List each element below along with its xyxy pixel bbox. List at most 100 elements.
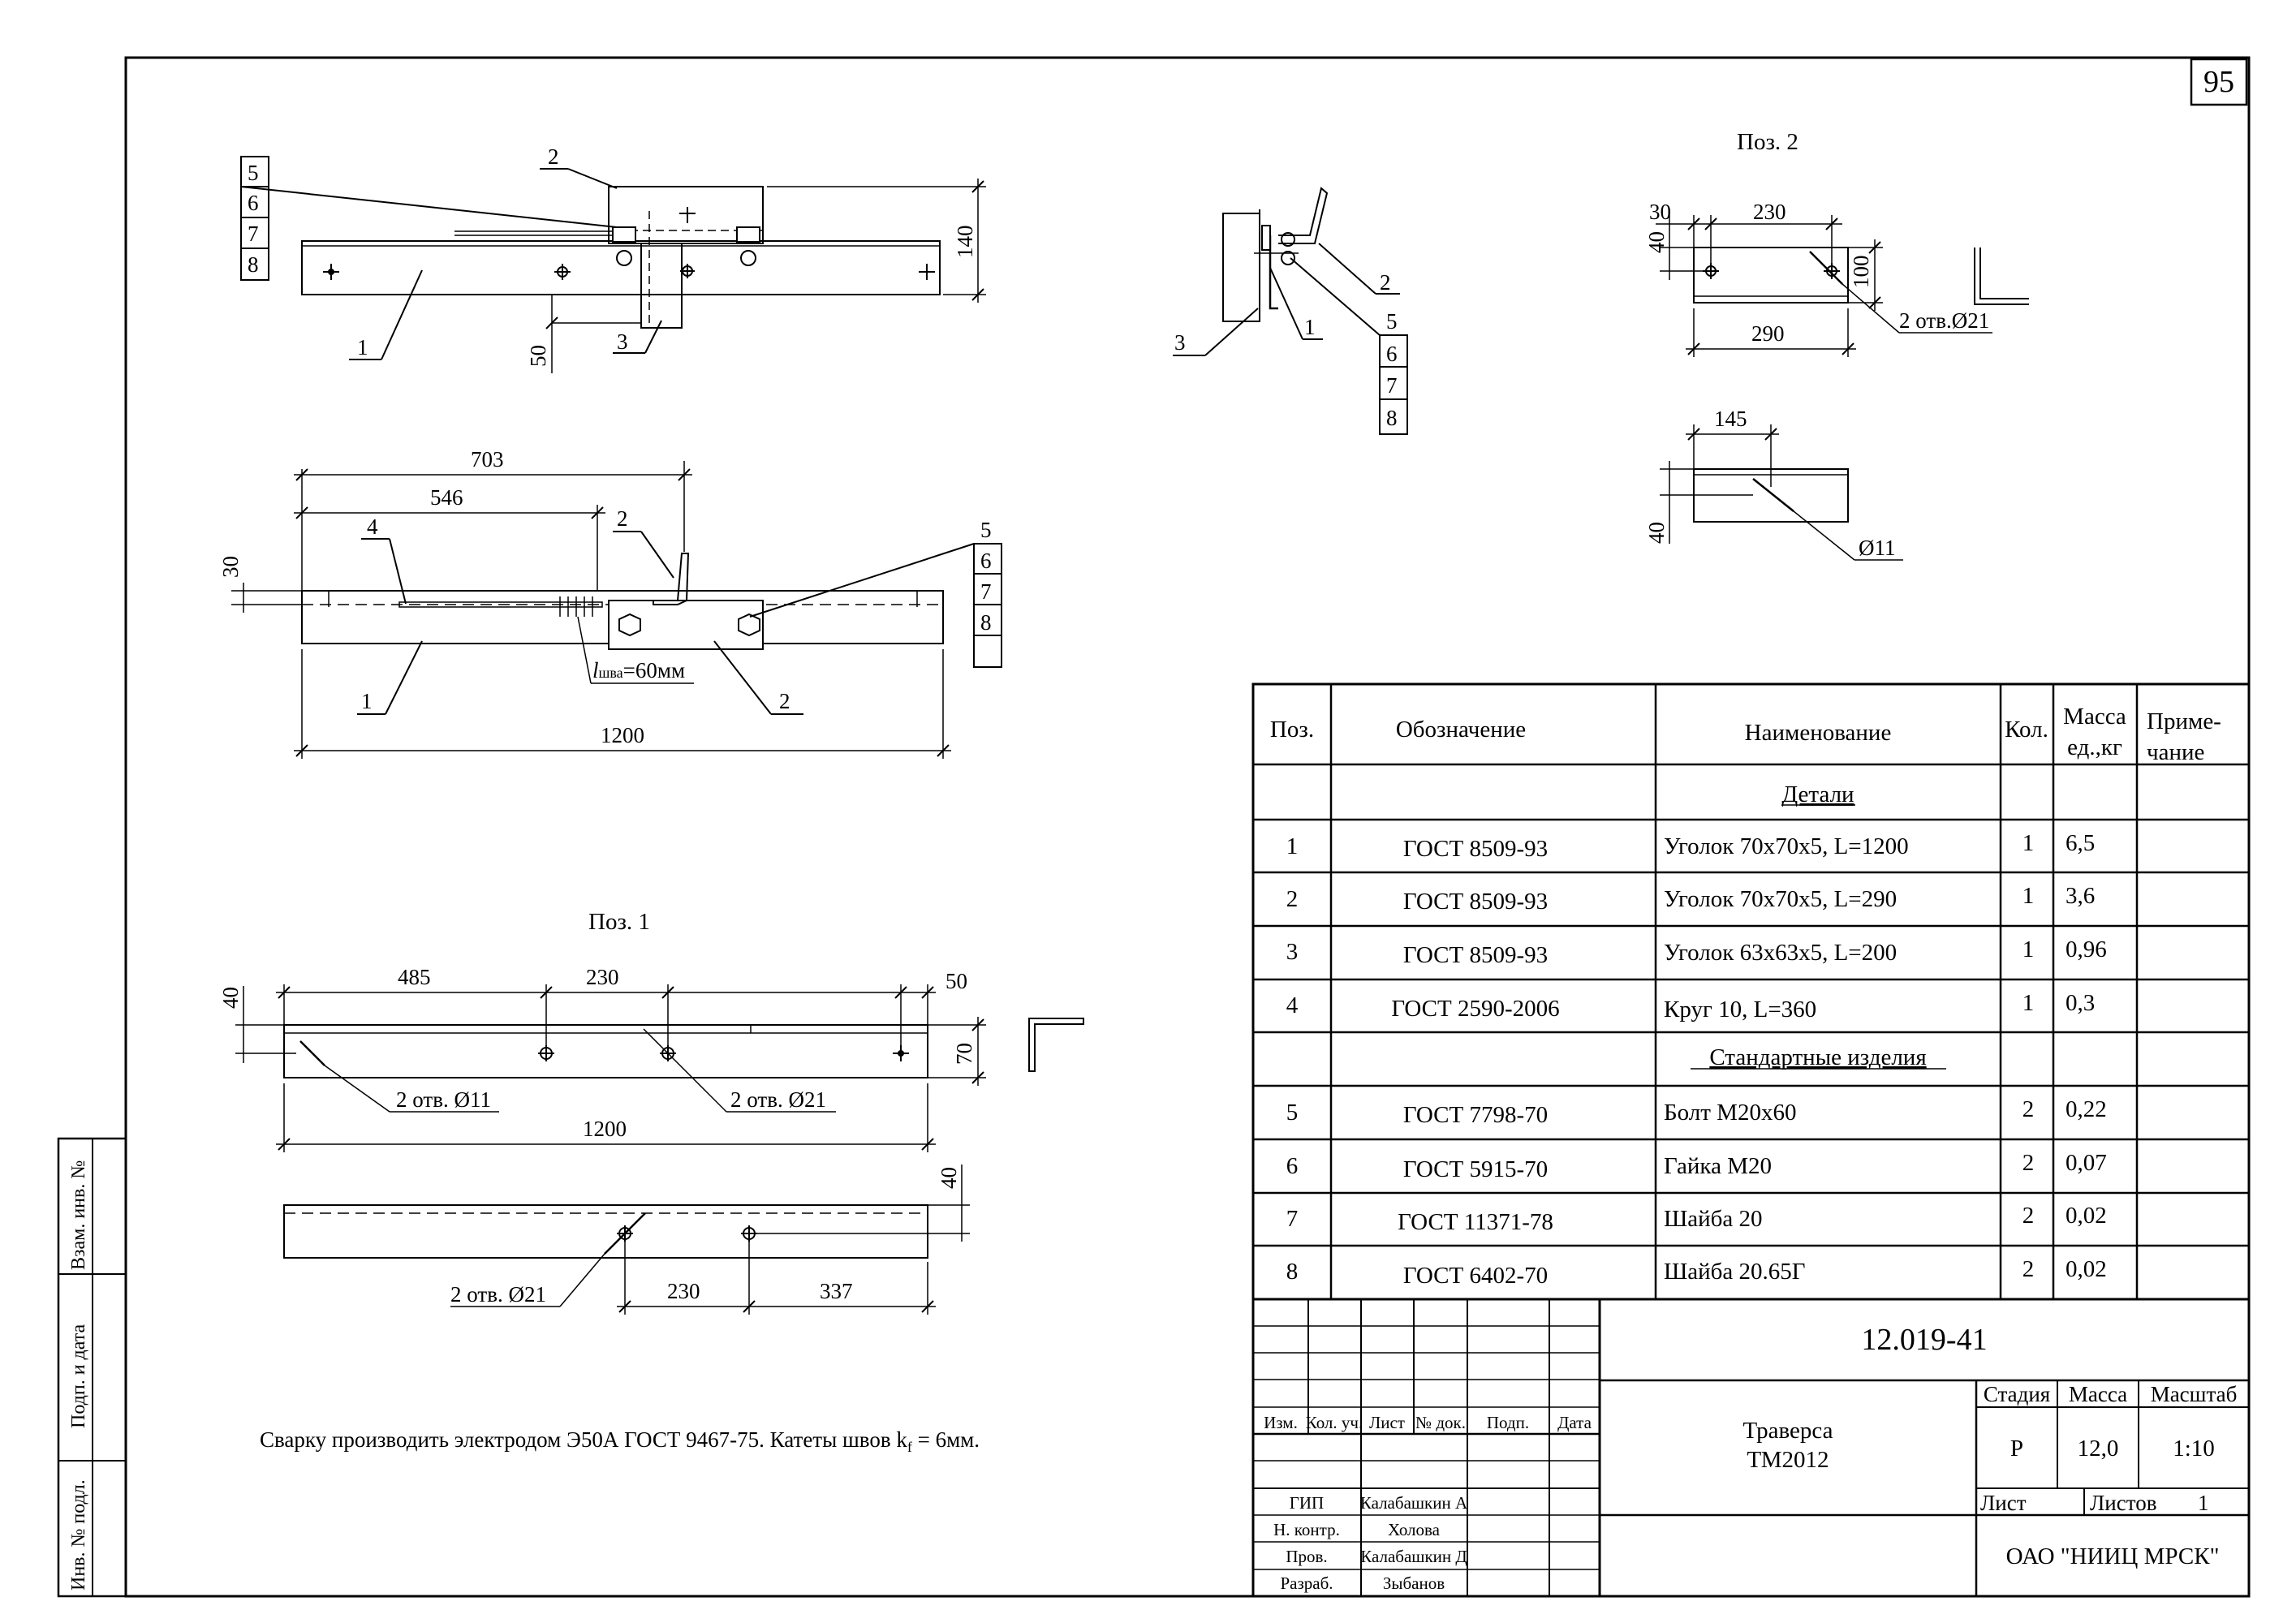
row5-mass: 0,22 bbox=[2066, 1096, 2107, 1122]
row6-qty: 2 bbox=[2022, 1150, 2035, 1176]
sheets-label: Листов bbox=[2090, 1491, 2156, 1515]
pos2-title: Поз. 2 bbox=[1737, 129, 1798, 155]
row2-mass: 3,6 bbox=[2066, 883, 2095, 909]
row5-pos: 5 bbox=[1286, 1100, 1299, 1126]
row7-designation: ГОСТ 11371-78 bbox=[1398, 1209, 1553, 1235]
pos2-hole-11: Ø11 bbox=[1859, 536, 1896, 560]
top-view: 140 50 2 5 6 7 8 1 3 bbox=[240, 144, 986, 373]
row1-name: Уголок 70х70х5, L=1200 bbox=[1664, 833, 1909, 859]
col-sign: Подп. bbox=[1487, 1413, 1529, 1432]
row7-name: Шайба 20 bbox=[1664, 1206, 1763, 1232]
row3-qty: 1 bbox=[2022, 936, 2035, 962]
plan-view: 703 546 30 1200 lшва=60мм 4 2 1 2 5 6 bbox=[218, 447, 1002, 759]
dim-50: 50 bbox=[526, 345, 550, 367]
sheet-label: Лист bbox=[1980, 1491, 2027, 1515]
row2-pos: 2 bbox=[1286, 886, 1299, 912]
row1-mass: 6,5 bbox=[2066, 830, 2095, 856]
row7-pos: 7 bbox=[1286, 1206, 1299, 1232]
row8-name: Шайба 20.65Г bbox=[1664, 1259, 1806, 1285]
name-check: Калабашкин Д bbox=[1360, 1547, 1467, 1566]
row2-qty: 1 bbox=[2022, 883, 2035, 909]
plan-callout-5: 5 bbox=[980, 518, 992, 542]
pos1-holes-21: 2 отв. Ø21 bbox=[730, 1087, 826, 1112]
row8-designation: ГОСТ 6402-70 bbox=[1403, 1263, 1548, 1289]
row3-pos: 3 bbox=[1286, 939, 1299, 965]
row3-name: Уголок 63х63х5, L=200 bbox=[1664, 940, 1897, 966]
row4-pos: 4 bbox=[1286, 992, 1299, 1018]
plan-callout-2b: 2 bbox=[779, 689, 790, 713]
section-details: Детали bbox=[1781, 781, 1854, 807]
side-label-sign: Подп. и дата bbox=[68, 1324, 89, 1428]
plan-callout-4: 4 bbox=[367, 514, 378, 539]
sheet-frame bbox=[124, 56, 2251, 1598]
pos2-dim-40b: 40 bbox=[1644, 522, 1669, 544]
col-doc: № док. bbox=[1415, 1413, 1466, 1432]
pos1-dim-230b: 230 bbox=[667, 1279, 700, 1303]
product-name-2: ТМ2012 bbox=[1747, 1447, 1829, 1473]
side-label-replace: Взам. инв. № bbox=[68, 1160, 89, 1270]
stage-value: Р bbox=[2010, 1436, 2023, 1462]
row2-name: Уголок 70х70х5, L=290 bbox=[1664, 886, 1897, 912]
pos2-view: Поз. 2 2 отв.Ø21 30 230 40 100 bbox=[1644, 129, 2029, 561]
plan-callout-1: 1 bbox=[361, 689, 373, 713]
pos2-dim-230: 230 bbox=[1753, 200, 1786, 224]
title-block: 12.019-41 Траверса ТМ2012 Стадия Масса М… bbox=[1251, 1298, 2251, 1598]
col-izm: Изм. bbox=[1264, 1413, 1298, 1432]
pos1-dim-40b: 40 bbox=[937, 1167, 961, 1189]
plan-callout-6: 6 bbox=[980, 549, 992, 573]
hdr-mass-1: Масса bbox=[2063, 704, 2126, 730]
row6-name: Гайка М20 bbox=[1664, 1153, 1772, 1179]
role-ncontrol: Н. контр. bbox=[1273, 1520, 1340, 1539]
role-gip: ГИП bbox=[1290, 1493, 1324, 1513]
row5-qty: 2 bbox=[2022, 1096, 2035, 1122]
mass-value: 12,0 bbox=[2078, 1436, 2119, 1462]
name-dev: Зыбанов bbox=[1383, 1573, 1445, 1593]
stage-label: Стадия bbox=[1984, 1382, 2050, 1406]
sheet-number: 95 bbox=[2203, 65, 2234, 99]
row2-designation: ГОСТ 8509-93 bbox=[1403, 889, 1548, 915]
row4-name: Круг 10, L=360 bbox=[1664, 997, 1816, 1022]
row7-qty: 2 bbox=[2022, 1203, 2035, 1229]
callout-5: 5 bbox=[248, 161, 259, 185]
pos2-holes: 2 отв.Ø21 bbox=[1899, 308, 1989, 333]
pos2-dim-290: 290 bbox=[1751, 321, 1785, 346]
organization: ОАО "НИИЦ МРСК" bbox=[2006, 1543, 2220, 1569]
side-callout-6: 6 bbox=[1386, 342, 1398, 366]
pos1-dim-230: 230 bbox=[586, 965, 619, 989]
row4-designation: ГОСТ 2590-2006 bbox=[1391, 996, 1559, 1022]
row5-designation: ГОСТ 7798-70 bbox=[1403, 1102, 1548, 1128]
callout-6: 6 bbox=[248, 191, 259, 215]
callout-1: 1 bbox=[357, 335, 368, 359]
row6-pos: 6 bbox=[1286, 1153, 1299, 1179]
pos1-view: Поз. 1 2 отв. Ø11 2 отв. Ø21 485 230 50 … bbox=[218, 909, 1084, 1315]
dim-1200: 1200 bbox=[601, 723, 644, 747]
dim-546: 546 bbox=[430, 485, 463, 510]
welding-note: Сварку производить электродом Э50А ГОСТ … bbox=[260, 1427, 980, 1455]
side-callout-5: 5 bbox=[1386, 309, 1398, 334]
row1-designation: ГОСТ 8509-93 bbox=[1403, 836, 1548, 862]
role-dev: Разраб. bbox=[1280, 1573, 1333, 1593]
product-name-1: Траверса bbox=[1743, 1418, 1833, 1444]
row3-mass: 0,96 bbox=[2066, 936, 2107, 962]
callout-2: 2 bbox=[548, 144, 559, 169]
row4-qty: 1 bbox=[2022, 990, 2035, 1016]
scale-label: Масштаб bbox=[2151, 1382, 2238, 1406]
pos1-dim-485: 485 bbox=[398, 965, 431, 989]
col-kol: Кол. уч. bbox=[1306, 1413, 1363, 1432]
scale-value: 1:10 bbox=[2173, 1436, 2215, 1462]
pos2-dim-100: 100 bbox=[1849, 256, 1873, 289]
hdr-mass-2: ед.,кг bbox=[2067, 734, 2122, 760]
side-label-inventory: Инв. № подл. bbox=[68, 1479, 89, 1591]
pos1-dim-1200: 1200 bbox=[583, 1117, 627, 1141]
dim-140: 140 bbox=[953, 226, 977, 259]
plan-callout-7: 7 bbox=[980, 579, 992, 604]
plan-callout-2a: 2 bbox=[617, 506, 628, 531]
hdr-note-1: Приме- bbox=[2147, 708, 2221, 734]
hdr-qty: Кол. bbox=[2005, 717, 2048, 743]
doc-code: 12.019-41 bbox=[1861, 1323, 1987, 1357]
pos1-dim-40: 40 bbox=[218, 987, 243, 1009]
side-callout-8: 8 bbox=[1386, 406, 1398, 430]
side-view: 3 1 2 5 6 7 8 bbox=[1173, 187, 1408, 435]
side-callout-3: 3 bbox=[1174, 330, 1186, 355]
